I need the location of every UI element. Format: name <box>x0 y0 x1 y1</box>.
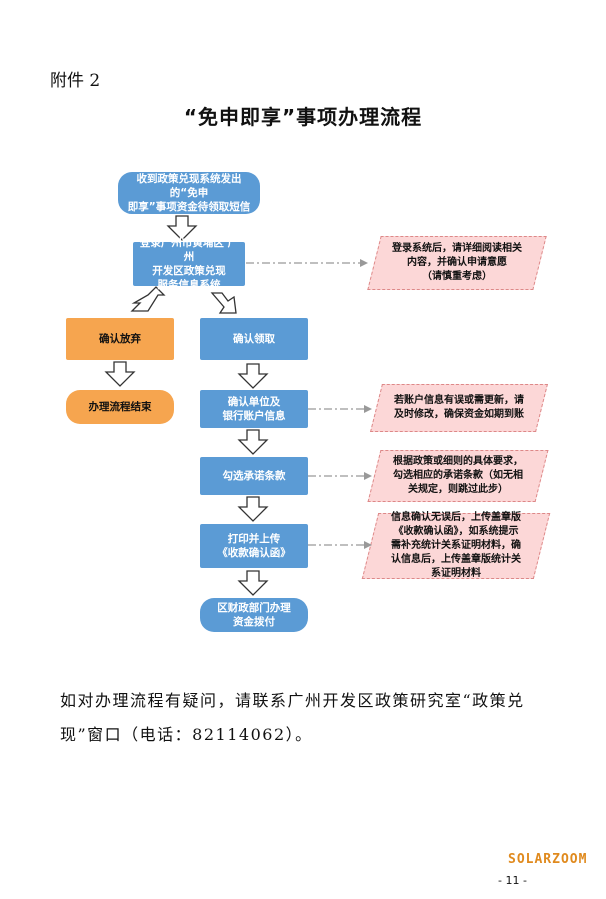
arrow-down-4 <box>237 496 269 522</box>
arrow-down-1 <box>166 215 198 241</box>
note-login-text: 登录系统后，请详细阅读相关 内容，并确认申请意愿 （请慎重考虑） <box>392 243 522 282</box>
step-login-system: 登录广州市黄埔区 广州 开发区政策兑现 服务信息系统 <box>133 237 245 291</box>
arrow-down-5 <box>237 570 269 596</box>
arrow-diag-right <box>210 292 237 314</box>
step-abandon: 确认放弃 <box>66 318 174 360</box>
note-terms: 根据政策或细则的具体要求， 勾选相应的承诺条款（如无相 关规定，则跳过此步） <box>374 450 542 502</box>
note-upload-text: 信息确认无误后，上传盖章版 《收款确认函》，如系统提示 需补充统计关系证明材料，… <box>391 512 521 579</box>
note-account-text: 若账户信息有误或需更新，请 及时修改，确保资金如期到账 <box>394 395 524 420</box>
note-login: 登录系统后，请详细阅读相关 内容，并确认申请意愿 （请慎重考虑） <box>374 236 540 290</box>
connector-arrowhead-4 <box>364 541 372 549</box>
contact-paragraph: 如对办理流程有疑问，请联系广州开发区政策研究室“政策兑现”窗口（电话：82114… <box>60 691 525 744</box>
step-receive-sms: 收到政策兑现系统发出的“免申 即享”事项资金待领取短信 <box>118 172 260 214</box>
arrow-diag-left <box>130 286 166 312</box>
arrow-down-2 <box>237 363 269 389</box>
step-print-upload: 打印并上传 《收款确认函》 <box>200 524 308 568</box>
arrow-down-3 <box>237 429 269 455</box>
step-claim: 确认领取 <box>200 318 308 360</box>
step-confirm-account: 确认单位及 银行账户信息 <box>200 390 308 428</box>
step-disburse: 区财政部门办理 资金拨付 <box>200 598 308 632</box>
page-title: “免申即享”事项办理流程 <box>183 105 423 129</box>
note-account: 若账户信息有误或需更新，请 及时修改，确保资金如期到账 <box>376 384 542 432</box>
note-upload: 信息确认无误后，上传盖章版 《收款确认函》，如系统提示 需补充统计关系证明材料，… <box>370 512 542 579</box>
attachment-label: 附件 2 <box>50 71 101 91</box>
step-select-terms: 勾选承诺条款 <box>200 457 308 495</box>
page-number: - 11 - <box>498 874 527 887</box>
connector-arrowhead-1 <box>360 259 368 267</box>
note-terms-text: 根据政策或细则的具体要求， 勾选相应的承诺条款（如无相 关规定，则跳过此步） <box>393 456 523 495</box>
connector-arrowhead-2 <box>364 405 372 413</box>
step-end: 办理流程结束 <box>66 390 174 424</box>
connector-arrowhead-3 <box>364 472 372 480</box>
watermark-logo: SOLARZOOM <box>508 852 588 867</box>
arrow-down-left <box>104 361 136 387</box>
